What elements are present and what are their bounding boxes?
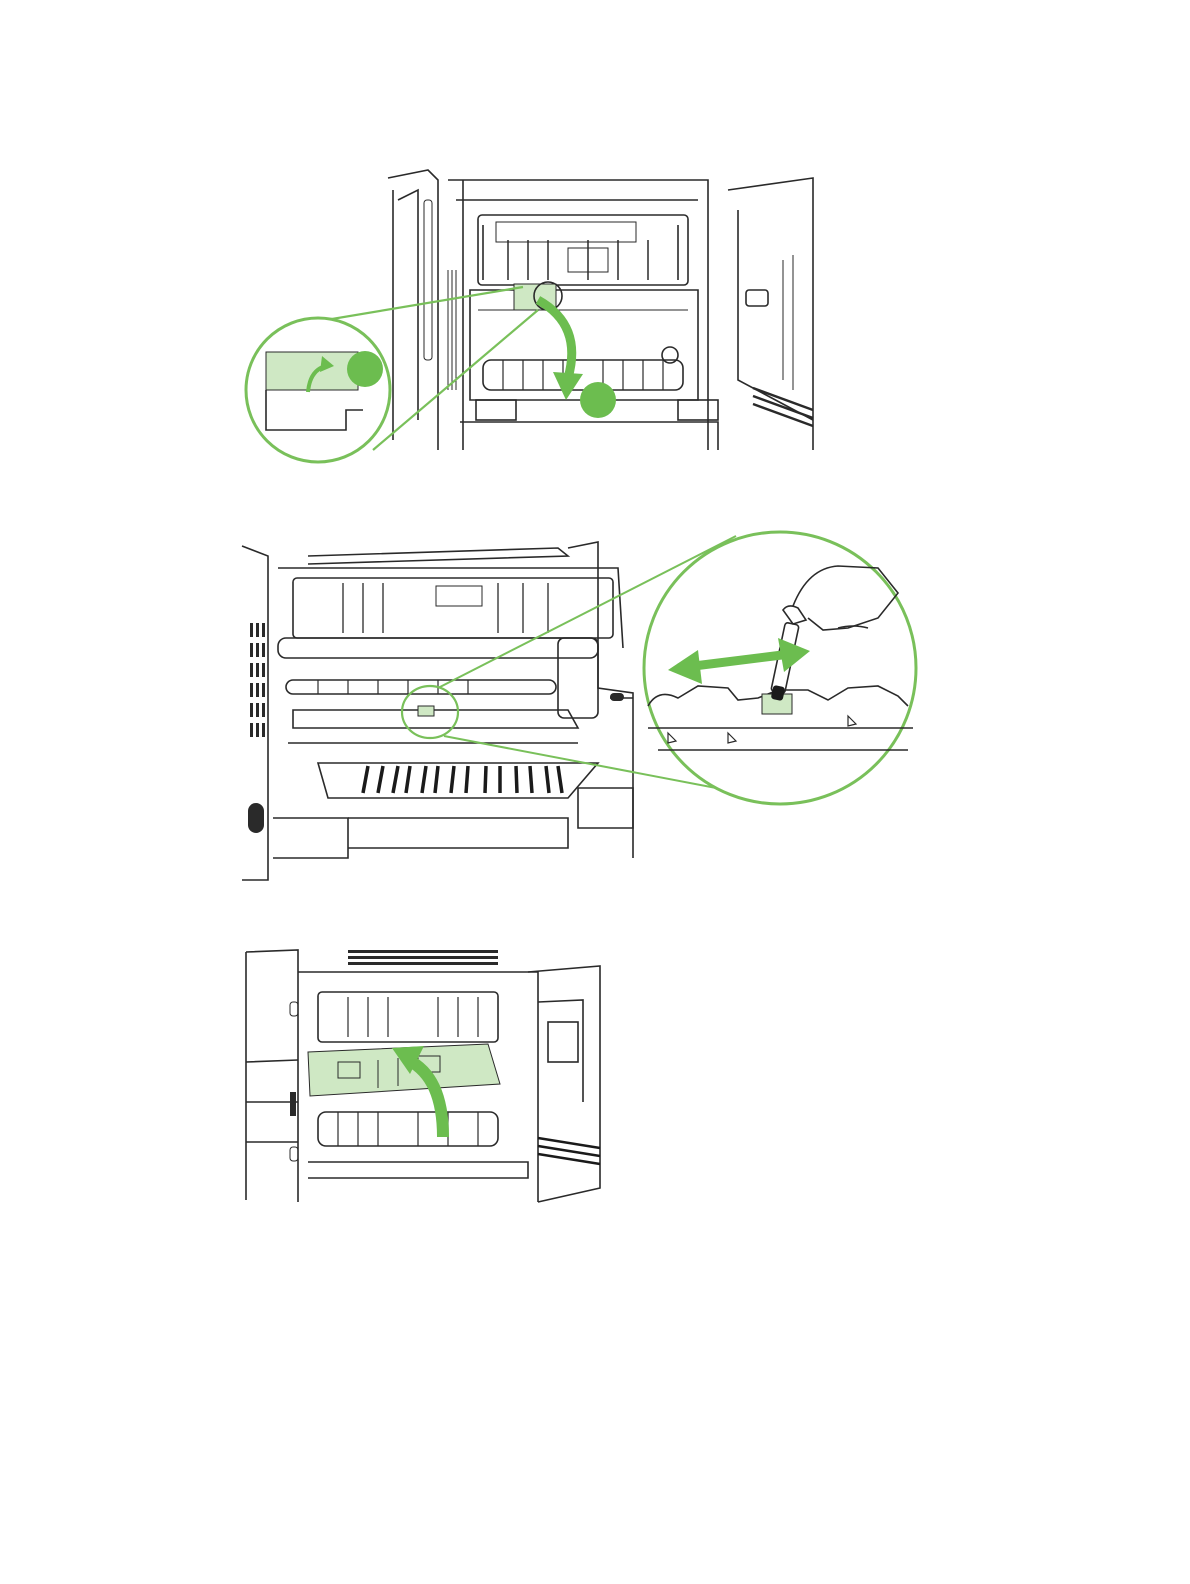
printer-duplex-close-illustration: [238, 942, 608, 1206]
printer-duplex-open-illustration: [238, 160, 818, 470]
figure-3: [238, 942, 608, 1206]
figure-1: [238, 160, 818, 470]
step-badge-2: [580, 382, 616, 418]
figure-2: [238, 528, 918, 888]
step-badge-1: [347, 351, 383, 387]
printer-transfer-roller-clean-illustration: [238, 528, 918, 888]
